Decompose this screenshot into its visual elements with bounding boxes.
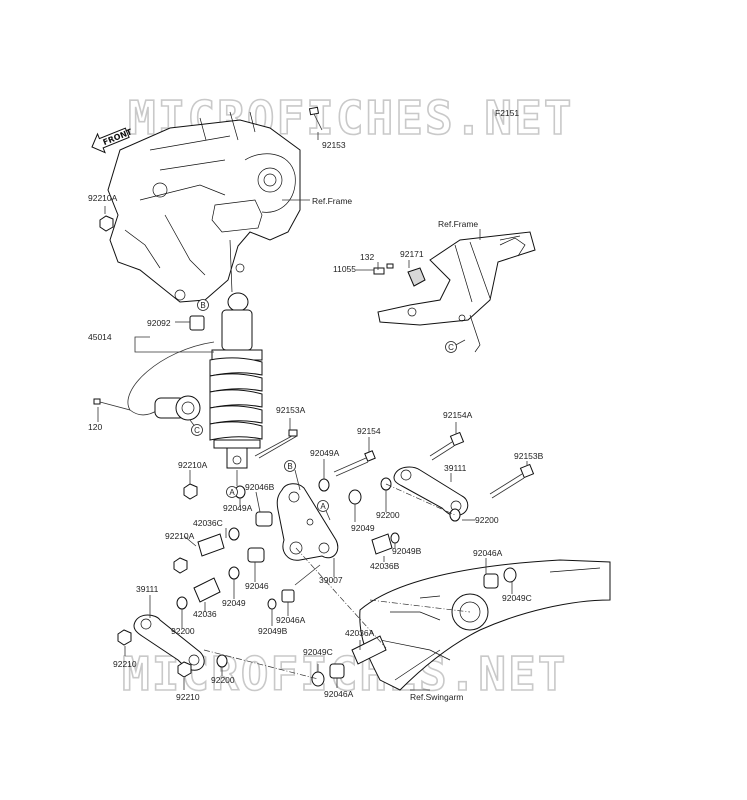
svg-text:C: C <box>194 426 200 435</box>
label-39111-right: 39111 <box>444 463 467 473</box>
washer-92049A-a <box>318 478 330 492</box>
label-92200-b: 92200 <box>475 515 499 525</box>
label-92200-c: 92200 <box>171 626 195 636</box>
label-39111-left: 39111 <box>136 584 159 594</box>
label-92154: 92154 <box>357 426 381 436</box>
washer-92049-b <box>228 566 240 580</box>
collar-42036C <box>197 533 225 557</box>
collar-42036A <box>351 635 387 665</box>
bolt-92153B <box>489 463 535 499</box>
washer-92049-a <box>228 527 240 541</box>
label-92049-left: 92049 <box>222 598 246 608</box>
washer-92049C-right <box>503 567 517 583</box>
label-92210-b: 92210 <box>176 692 200 702</box>
callout-c-right: C <box>445 341 457 353</box>
label-92154A: 92154A <box>443 410 473 420</box>
label-39007: 39007 <box>319 575 343 585</box>
frame-drawing <box>107 111 301 303</box>
bolt-92154A <box>429 431 465 461</box>
collar-92046 <box>247 547 265 563</box>
svg-text:C: C <box>448 343 454 352</box>
label-92046: 92046 <box>245 581 269 591</box>
label-11055: 11055 <box>333 264 356 274</box>
bolt-120 <box>93 398 131 411</box>
label-42036: 42036 <box>193 609 217 619</box>
callout-c-left: C <box>191 424 203 436</box>
washer-92049-c <box>348 489 362 505</box>
nut-92210A-mid <box>183 483 198 500</box>
tie-rod-39111-left <box>133 614 205 671</box>
label-92153A: 92153A <box>276 405 306 415</box>
label-92046A-right: 92046A <box>473 548 503 558</box>
svg-text:B: B <box>200 301 205 310</box>
callout-a-mid: A <box>317 500 329 512</box>
diagram-code: F2151 <box>495 108 519 118</box>
label-92049B-right: 92049B <box>392 546 422 556</box>
collar-92046A-bottom <box>329 663 345 679</box>
collar-92092 <box>189 315 205 331</box>
collar-42036 <box>193 577 221 603</box>
label-92049A-right: 92049A <box>310 448 340 458</box>
label-42036B: 42036B <box>370 561 400 571</box>
label-92046A-bottom: 92046A <box>324 689 354 699</box>
washer-92200-b <box>449 508 461 522</box>
label-42036A: 42036A <box>345 628 375 638</box>
bolt-92153 <box>308 106 323 131</box>
collar-92046B <box>255 511 273 527</box>
ref-frame-2: Ref.Frame <box>438 219 478 229</box>
label-92046A-mid: 92046A <box>276 615 306 625</box>
callout-b-top: B <box>197 299 209 311</box>
label-92171: 92171 <box>400 249 424 259</box>
label-42036C: 42036C <box>193 518 223 528</box>
nut-92210-b <box>177 661 192 678</box>
label-92049-right: 92049 <box>351 523 375 533</box>
ref-swingarm: Ref.Swingarm <box>410 692 463 702</box>
collar-92046A-mid <box>281 589 295 603</box>
part-labels: 92153 92210A 45014 92092 120 92153A 9221… <box>88 140 544 702</box>
label-92200-a: 92200 <box>376 510 400 520</box>
label-92049C-right: 92049C <box>502 593 532 603</box>
label-45014: 45014 <box>88 332 112 342</box>
label-92049A-left: 92049A <box>223 503 253 513</box>
callout-b-mid: B <box>284 460 296 472</box>
leader-lines <box>97 132 528 691</box>
label-120: 120 <box>88 422 102 432</box>
label-92210A-mid: 92210A <box>178 460 208 470</box>
label-92210A-top: 92210A <box>88 193 118 203</box>
rocker-39007 <box>276 483 339 561</box>
label-92046B: 92046B <box>245 482 275 492</box>
nut-92210A-low <box>173 557 188 574</box>
svg-text:A: A <box>320 502 326 511</box>
shock-absorber <box>127 292 263 469</box>
washer-92200-c <box>176 596 188 610</box>
label-132: 132 <box>360 252 374 262</box>
frame-inset-drawing <box>373 231 536 353</box>
label-92210-a: 92210 <box>113 659 137 669</box>
bolt-92154 <box>333 450 376 477</box>
label-92200-d: 92200 <box>211 675 235 685</box>
svg-text:B: B <box>287 462 292 471</box>
washer-92049B-a <box>390 532 400 544</box>
label-92049C-bottom: 92049C <box>303 647 333 657</box>
label-92153B: 92153B <box>514 451 544 461</box>
label-92092: 92092 <box>147 318 171 328</box>
nut-92210A-top <box>99 215 114 232</box>
ref-frame-1: Ref.Frame <box>312 196 352 206</box>
collar-92046A-right <box>483 573 499 589</box>
bolt-92153A <box>254 429 298 459</box>
svg-text:A: A <box>229 488 235 497</box>
label-92153: 92153 <box>322 140 346 150</box>
nut-92210-a <box>117 629 132 646</box>
label-92210A-low: 92210A <box>165 531 195 541</box>
washer-92049B-b <box>267 598 277 610</box>
callout-a-left: A <box>226 486 238 498</box>
washer-92200-d <box>216 654 228 668</box>
tie-rod-39111-right <box>393 466 469 517</box>
label-92049B-left: 92049B <box>258 626 288 636</box>
collar-42036B <box>371 533 393 555</box>
